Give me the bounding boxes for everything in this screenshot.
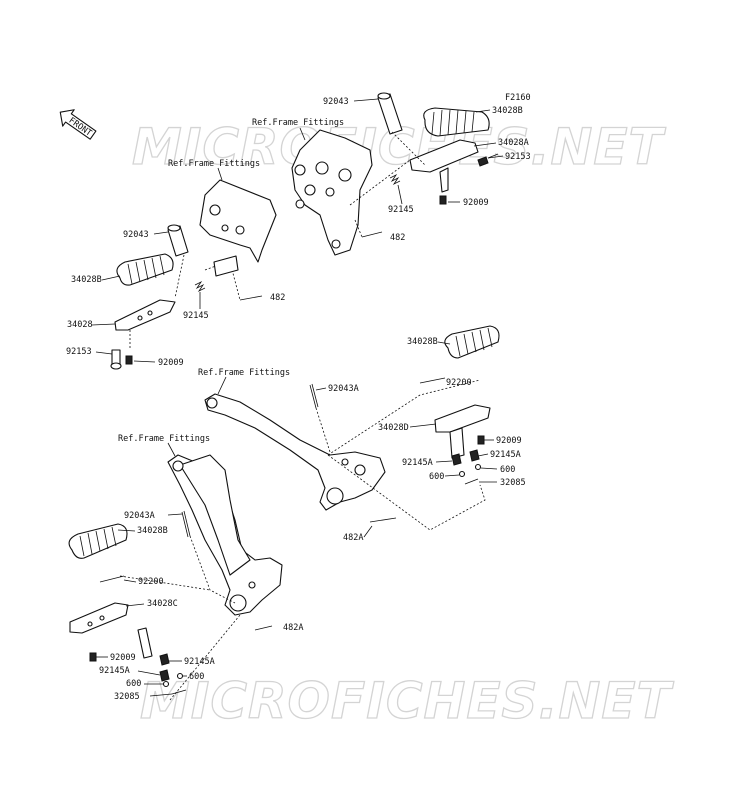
ball-600-right-2	[458, 470, 466, 478]
pin-482A-left	[254, 625, 273, 631]
label-92043A-right: 92043A	[328, 384, 359, 394]
ball-600-left-2	[162, 680, 170, 688]
footpeg-rubber-34028B-left-rear	[68, 523, 128, 559]
passenger-bracket-right	[204, 393, 386, 511]
bolt-92009-top	[439, 195, 447, 205]
label-34028C: 34028C	[147, 599, 178, 609]
label-92009-left: 92009	[158, 358, 184, 368]
label-482A-right: 482A	[343, 533, 363, 543]
label-34028B-left: 34028B	[71, 275, 102, 285]
label-92145A-left-b: 92145A	[99, 666, 130, 676]
label-34028: 34028	[67, 320, 93, 330]
label-482-left: 482	[270, 293, 285, 303]
ball-600-left-1	[176, 672, 184, 680]
ref-frame-fittings-1: Ref.Frame Fittings	[252, 118, 344, 128]
pin-32085-left	[171, 689, 187, 695]
label-34028B-right-rear: 34028B	[407, 337, 438, 347]
ref-frame-fittings-2: Ref.Frame Fittings	[168, 159, 260, 169]
pin-482-top	[361, 231, 383, 238]
label-34028D: 34028D	[378, 423, 409, 433]
label-482A-left: 482A	[283, 623, 303, 633]
spring-92145A-right-2	[469, 449, 480, 462]
front-arrow-icon: FRONT	[59, 109, 97, 140]
label-92145A-right-b: 92145A	[402, 458, 433, 468]
ref-frame-fittings-3: Ref.Frame Fittings	[198, 368, 290, 378]
footpeg-34028D	[434, 404, 491, 433]
left-front-footpeg-assembly	[110, 179, 277, 370]
label-34028B-left-rear: 34028B	[137, 526, 168, 536]
bolt-92153-top	[477, 156, 489, 167]
spring-92145-left	[194, 280, 206, 293]
label-92200-right: 92200	[446, 378, 472, 388]
footpeg-34028C	[69, 602, 129, 634]
pin-92043A-right	[309, 383, 319, 409]
label-600-right-b: 600	[429, 472, 444, 482]
pin-92200-right	[419, 377, 446, 384]
bolt-92009-left-rear	[89, 652, 97, 662]
label-92200-left: 92200	[138, 577, 164, 587]
right-rear-footpeg-assembly	[204, 325, 500, 531]
label-92145A-right-a: 92145A	[490, 450, 521, 460]
spring-92145A-left-1	[159, 653, 170, 666]
spring-92145A-right-1	[451, 453, 462, 466]
label-32085-left: 32085	[114, 692, 140, 702]
label-92009-top: 92009	[463, 198, 489, 208]
footpeg-34028	[114, 299, 176, 331]
footpeg-34028A	[409, 139, 479, 173]
label-600-left-b: 600	[126, 679, 141, 689]
bolt-92153-left	[111, 349, 121, 365]
label-482-top: 482	[390, 233, 405, 243]
label-92009-right-rear: 92009	[496, 436, 522, 446]
pin-92200-left	[99, 575, 125, 583]
footpeg-rubber-34028B-right-rear	[444, 325, 500, 359]
ball-600-right-1	[474, 463, 482, 471]
figure-code: F2160	[505, 93, 531, 103]
spring-92145A-left-2	[159, 669, 170, 682]
label-92009-left-rear: 92009	[110, 653, 136, 663]
svg-text:FRONT: FRONT	[67, 116, 94, 139]
label-600-left-a: 600	[189, 672, 204, 682]
label-600-right-a: 600	[500, 465, 515, 475]
label-92145A-left-a: 92145A	[184, 657, 215, 667]
pin-32085-right	[464, 478, 479, 485]
pin-92043A-left	[181, 510, 191, 538]
label-34028B-top: 34028B	[492, 106, 523, 116]
label-92145-top: 92145	[388, 205, 414, 215]
left-footpeg-bracket	[199, 179, 277, 263]
label-92043A-left: 92043A	[124, 511, 155, 521]
ref-frame-fittings-4: Ref.Frame Fittings	[118, 434, 210, 444]
label-32085-right: 32085	[500, 478, 526, 488]
label-92043-left: 92043	[123, 230, 149, 240]
pin-482-left	[239, 295, 263, 301]
label-92043-top: 92043	[323, 97, 349, 107]
bolt-92009-right-rear	[477, 435, 485, 445]
label-92153-top: 92153	[505, 152, 531, 162]
bolt-92009-left	[125, 355, 133, 365]
left-rear-footpeg-assembly	[68, 454, 283, 701]
spring-92145-top	[389, 173, 401, 186]
footpeg-rubber-34028B-left	[116, 253, 174, 286]
label-92145-left: 92145	[183, 311, 209, 321]
watermark-bottom: MICROFICHES.NET	[140, 672, 675, 730]
label-34028A: 34028A	[498, 138, 529, 148]
pin-482A-right	[369, 517, 397, 523]
label-92153-left: 92153	[66, 347, 92, 357]
right-front-footpeg-assembly	[291, 92, 499, 256]
footpeg-rubber-34028B-top	[423, 107, 490, 137]
